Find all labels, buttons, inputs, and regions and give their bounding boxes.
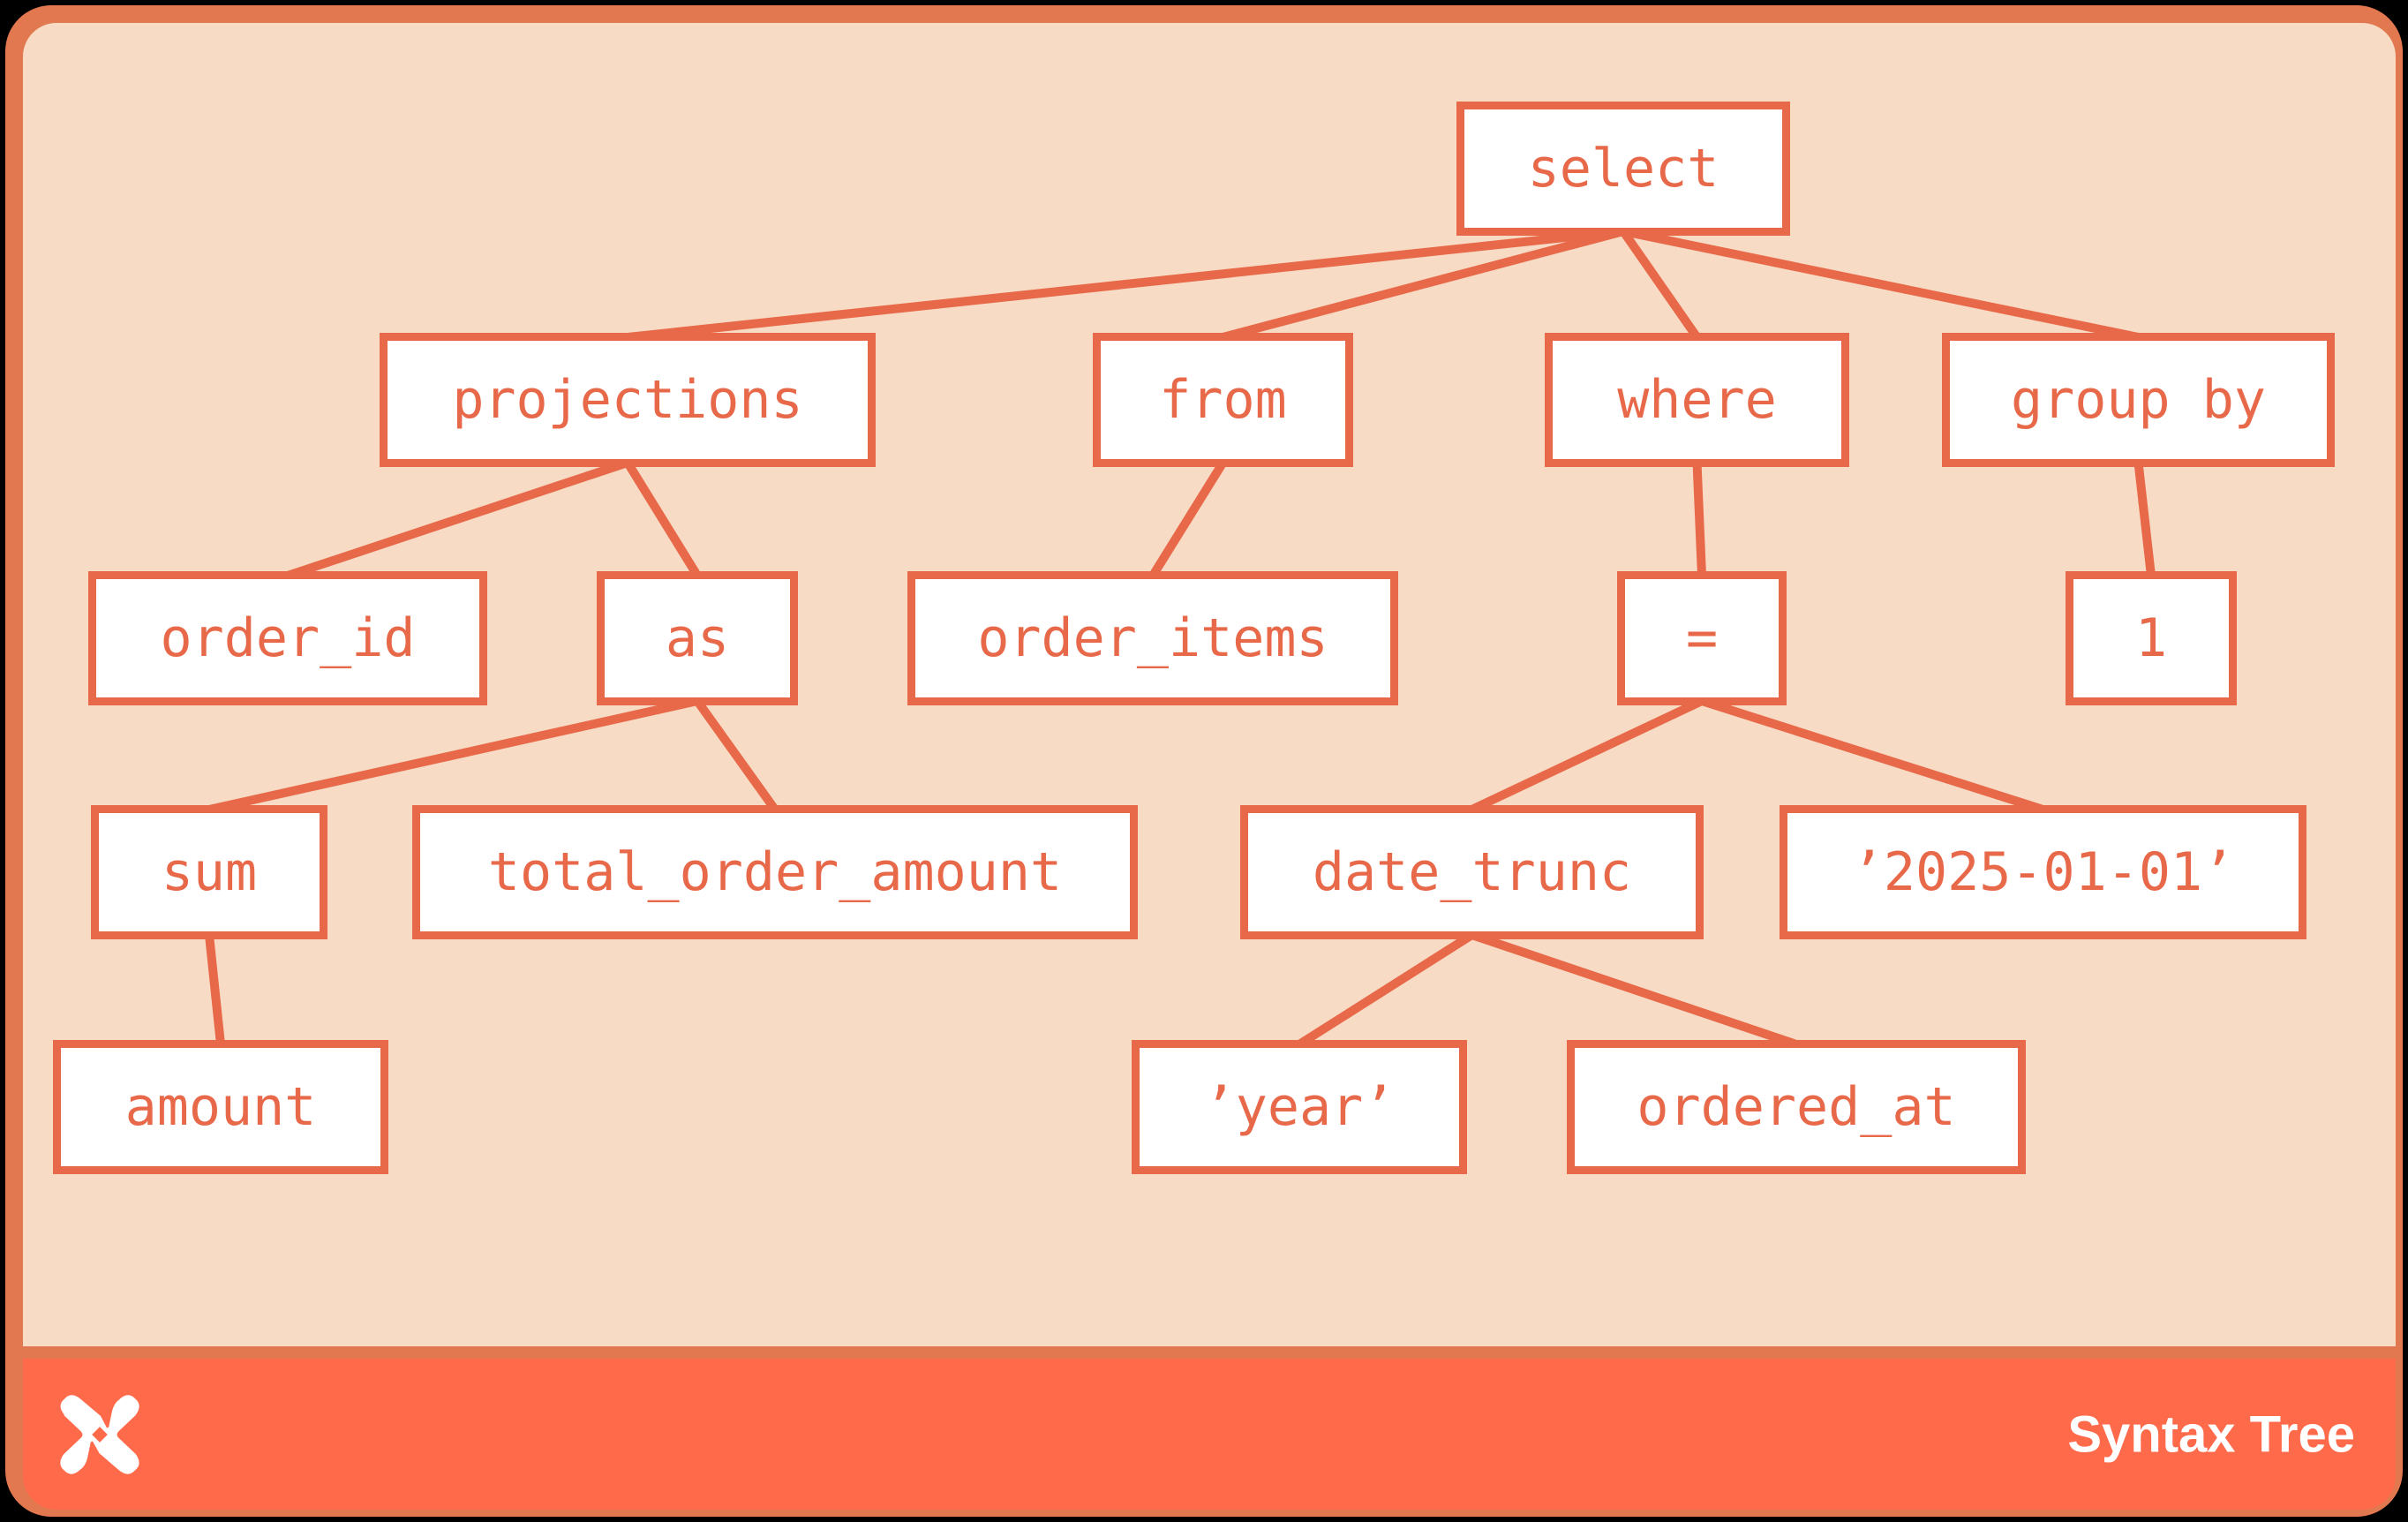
node-where: where [1545,333,1849,467]
node-amount: amount [53,1040,388,1174]
node-eq: = [1617,571,1787,705]
node-order_items: order_items [907,571,1398,705]
dbt-logo-icon [60,1394,139,1474]
card-frame: Syntax Tree [5,5,2403,1517]
node-ordered_at: ordered_at [1567,1040,2026,1174]
footer-bar: Syntax Tree [23,1359,2396,1510]
footer-title: Syntax Tree [2067,1405,2355,1463]
node-order_id: order_id [88,571,487,705]
node-projections: projections [380,333,876,467]
node-as: as [597,571,798,705]
node-sum: sum [91,805,327,939]
node-select: select [1456,102,1790,236]
node-total_order_amount: total_order_amount [412,805,1138,939]
node-date_trunc: date_trunc [1240,805,1704,939]
node-from: from [1093,333,1353,467]
node-date_literal: ’2025-01-01’ [1780,805,2306,939]
node-one: 1 [2066,571,2237,705]
node-year_literal: ’year’ [1132,1040,1467,1174]
node-group_by: group by [1942,333,2335,467]
